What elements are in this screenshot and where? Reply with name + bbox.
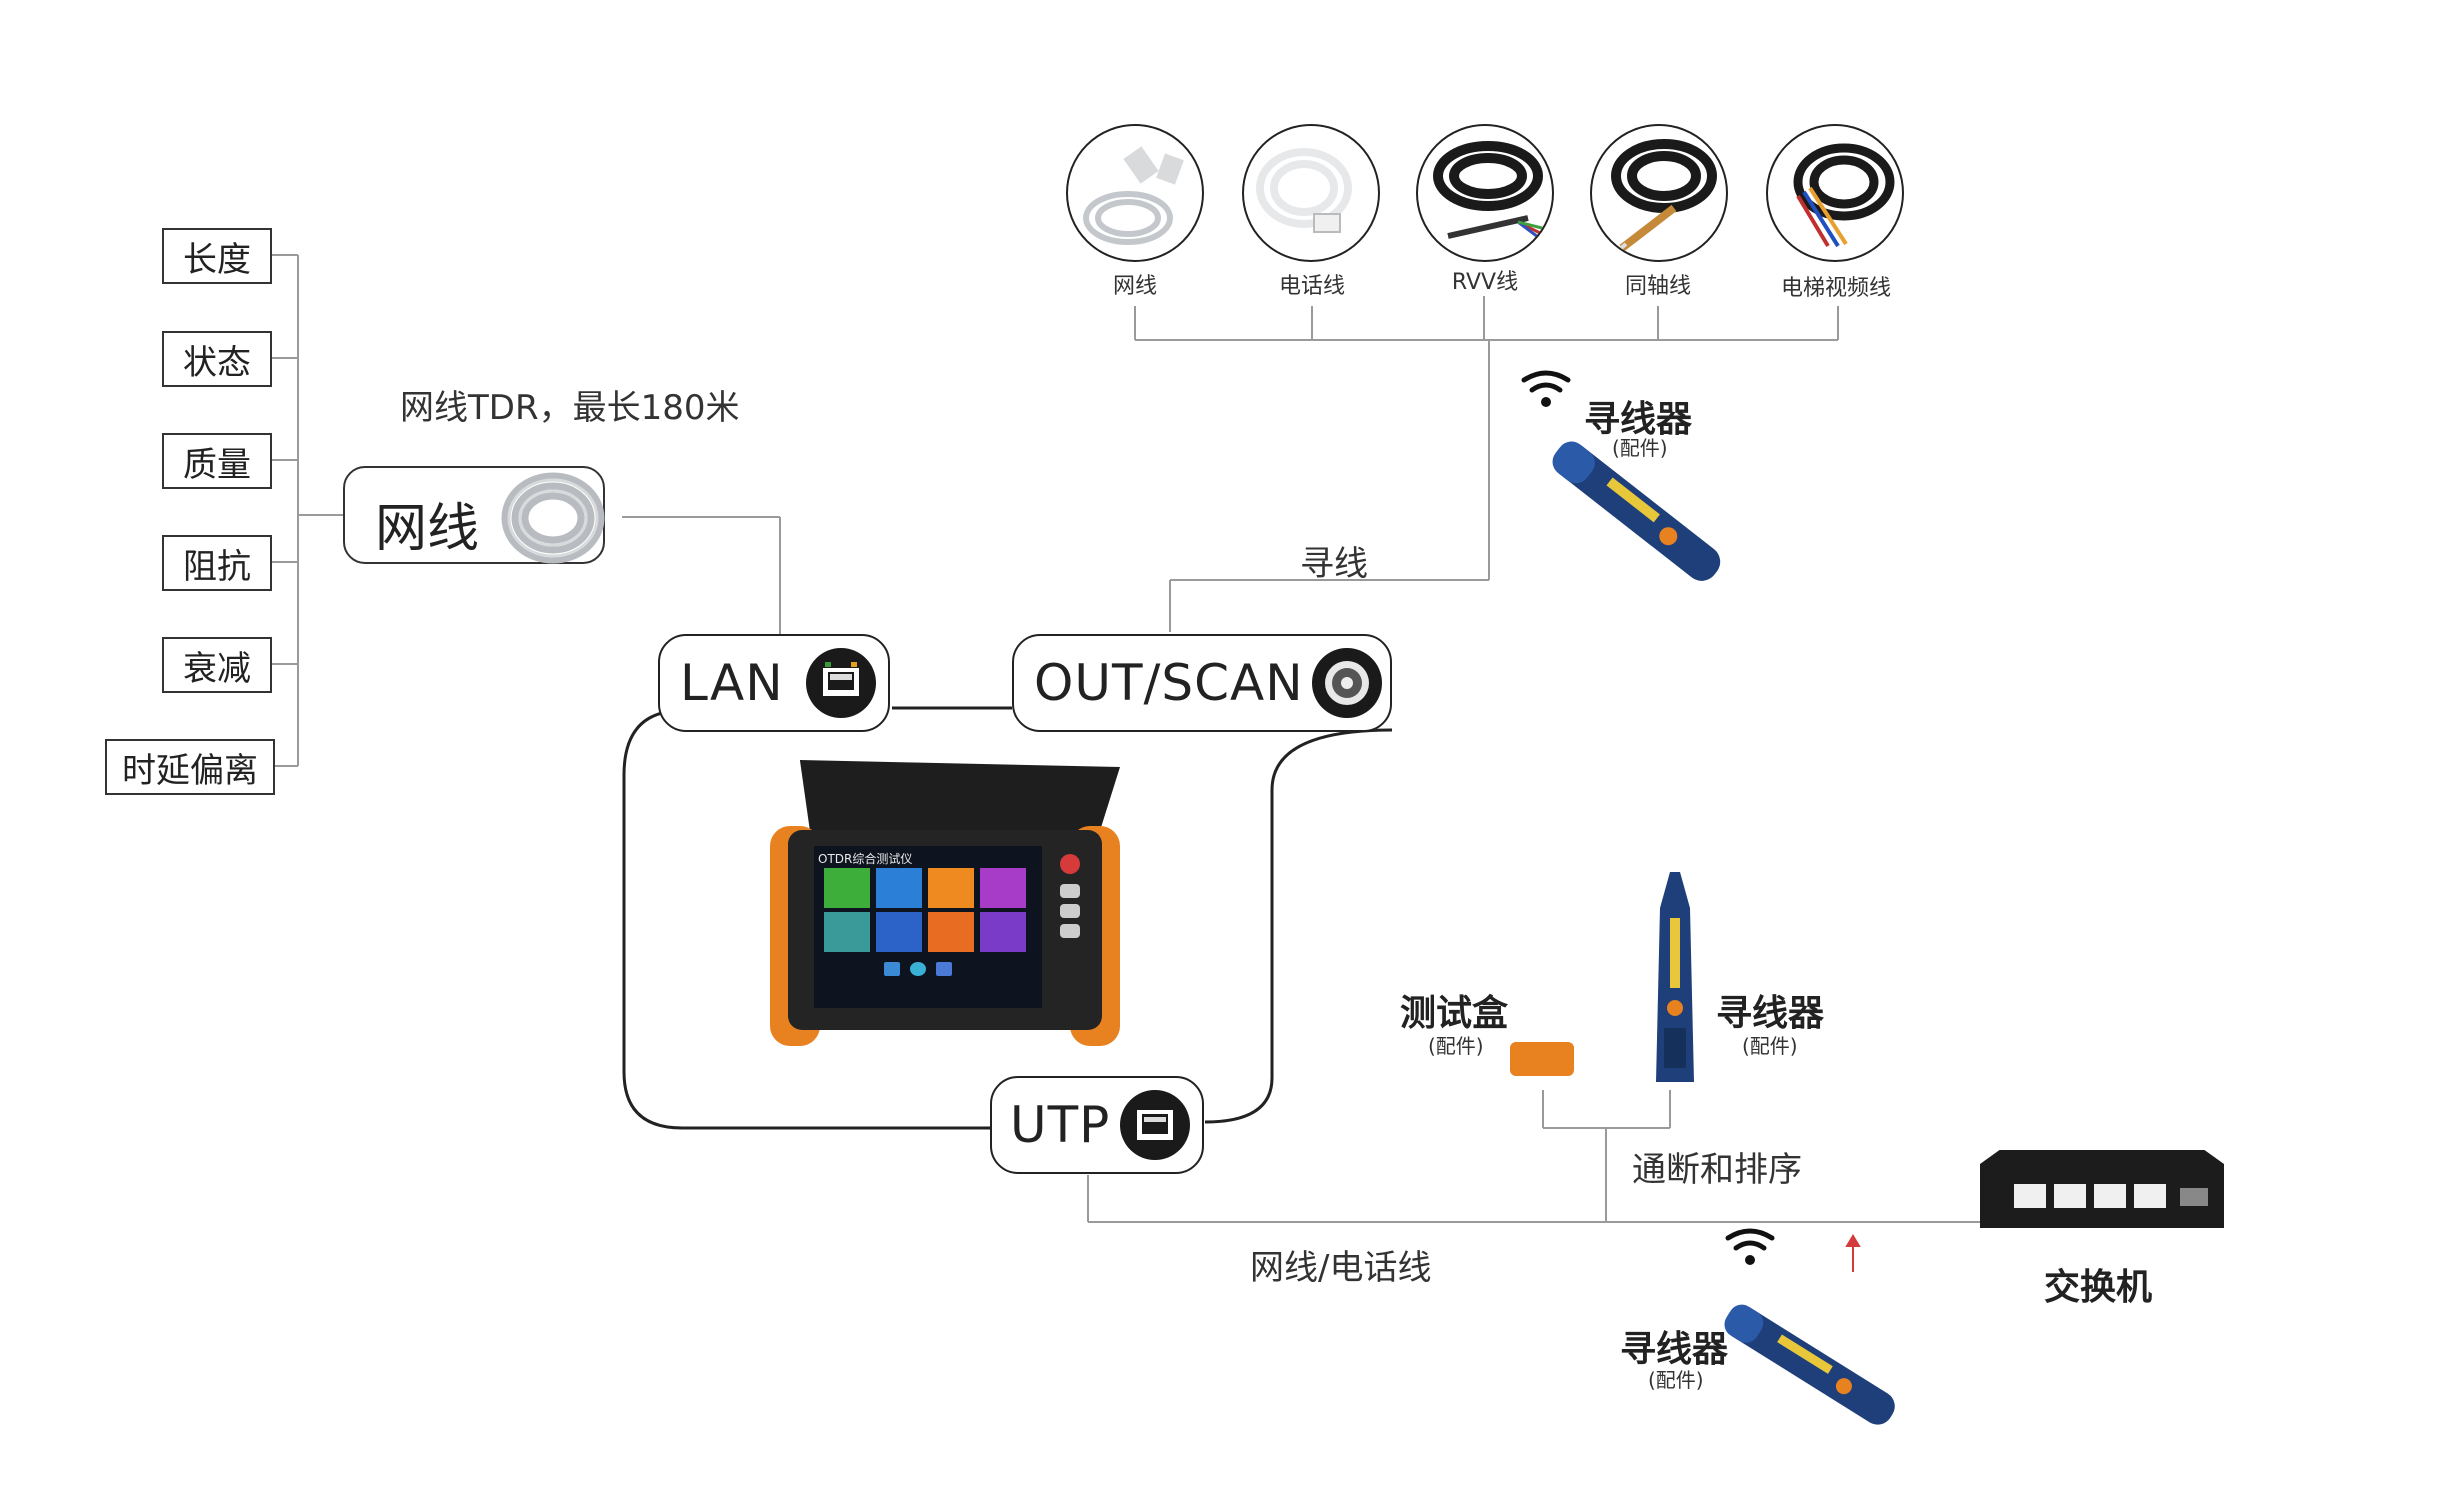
dock-icon (936, 962, 952, 976)
coax-cable-icon (1611, 139, 1717, 256)
device-screen-title: OTDR综合测试仪 (818, 852, 913, 866)
continuity-label: 通断和排序 (1632, 1150, 1802, 1190)
cable-circle-rvv (1416, 124, 1554, 262)
app-tile (824, 912, 870, 952)
app-tile (980, 912, 1026, 952)
dock-icon (910, 962, 926, 976)
cable-name-coax: 同轴线 (1624, 274, 1691, 299)
switch-sfp-port (2180, 1188, 2208, 1206)
test-box-name: 测试盒 (1400, 993, 1509, 1034)
tracer-bottom-name: 寻线器 (1620, 1329, 1729, 1370)
cable-name-ethernet: 网线 (1112, 274, 1157, 299)
switch-port (2134, 1184, 2166, 1208)
cable-name-phone: 电话线 (1278, 274, 1345, 299)
tracer-top-sub: (配件) (1612, 436, 1668, 460)
dock-icon (884, 962, 900, 976)
cable-coil-icon (501, 472, 605, 564)
switch-label: 交换机 (2044, 1267, 2153, 1308)
ethernet-cable-icon (1083, 146, 1184, 245)
device-screen: OTDR综合测试仪 (814, 846, 1042, 1008)
attr-attenuation: 衰减 (162, 637, 272, 693)
app-tile (824, 868, 870, 908)
out-scan-port: OUT/SCAN (1012, 634, 1392, 732)
switch-port (2054, 1184, 2086, 1208)
rvv-cable-icon (1433, 141, 1543, 242)
app-tile (876, 868, 922, 908)
lan-port-label: LAN (680, 654, 784, 712)
cable-circle-elevator (1766, 124, 1904, 262)
cable-circle-phone (1242, 124, 1380, 262)
cable-circle-coax (1590, 124, 1728, 262)
tracer-top-name: 寻线器 (1584, 399, 1693, 440)
elevator-video-cable-icon (1793, 143, 1895, 248)
side-button (1060, 924, 1080, 938)
wire-tracer-mid-icon (1656, 872, 1694, 1082)
attr-status: 状态 (162, 331, 272, 387)
cable-node: 网线 (343, 466, 605, 564)
app-tile (928, 868, 974, 908)
wifi-signal-icon (1725, 1228, 1775, 1265)
wire-tracer-top-icon (1552, 441, 1721, 581)
otdr-tester-device: OTDR综合测试仪 (770, 760, 1120, 1050)
cable-name-elevator: 电梯视频线 (1780, 276, 1891, 301)
bnc-connector-icon (1312, 648, 1382, 718)
line-label: 网线/电话线 (1250, 1248, 1432, 1288)
app-tile (928, 912, 974, 952)
tracer-mid-sub: (配件) (1742, 1034, 1798, 1058)
phone-cable-icon (1256, 148, 1352, 233)
cable-circle-ethernet (1066, 124, 1204, 262)
trace-label: 寻线 (1300, 544, 1368, 584)
side-button (1060, 904, 1080, 918)
rj45-port-icon (1120, 1090, 1190, 1160)
ethernet-port-icon (806, 648, 876, 718)
attr-impedance: 阻抗 (162, 535, 272, 591)
wire-tracer-bottom-icon (1724, 1304, 1895, 1425)
device-sunshade (799, 760, 1120, 830)
wifi-signal-icon (1521, 370, 1571, 407)
switch-port (2014, 1184, 2046, 1208)
tdr-caption: 网线TDR，最长180米 (400, 388, 740, 428)
out-scan-port-label: OUT/SCAN (1034, 654, 1304, 712)
switch-port (2094, 1184, 2126, 1208)
tracer-bottom-sub: (配件) (1648, 1368, 1704, 1392)
app-tile (980, 868, 1026, 908)
attr-quality: 质量 (162, 433, 272, 489)
power-button-icon (1060, 854, 1080, 874)
app-tile (876, 912, 922, 952)
utp-port-label: UTP (1010, 1096, 1111, 1154)
cable-node-label: 网线 (375, 499, 480, 559)
test-box-icon (1510, 1042, 1574, 1076)
lan-port: LAN (658, 634, 890, 732)
tracer-mid-name: 寻线器 (1716, 993, 1825, 1034)
side-button (1060, 884, 1080, 898)
attr-delay-skew: 时延偏离 (105, 739, 275, 795)
test-box-sub: (配件) (1428, 1034, 1484, 1058)
utp-port: UTP (990, 1076, 1204, 1174)
attr-length: 长度 (162, 228, 272, 284)
cable-name-rvv: RVV线 (1451, 270, 1519, 295)
